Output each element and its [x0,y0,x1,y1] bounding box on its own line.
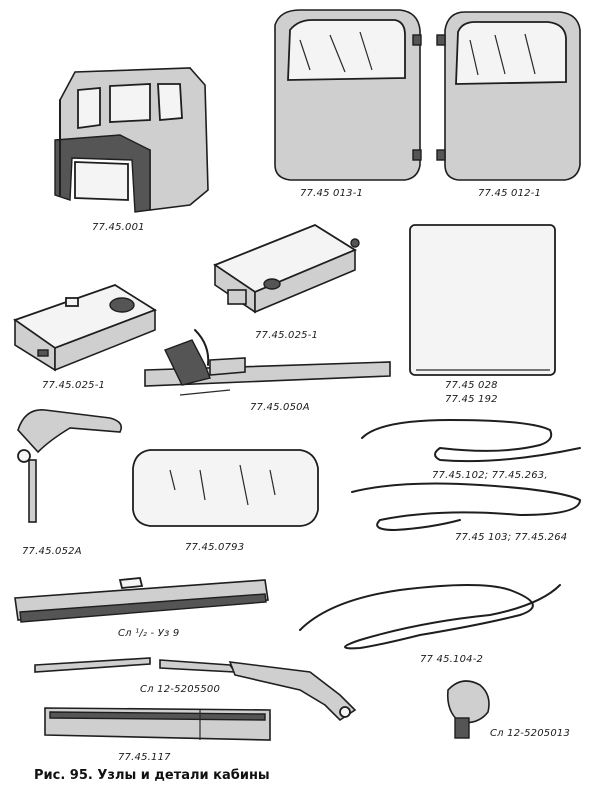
label-seal-upper: 77.45.102; 77.45.263, [432,470,548,481]
knob-drawing [446,680,490,739]
guide-rail-drawing [14,577,269,623]
cab-drawing [54,67,209,213]
label-door-left: 77.45 013-1 [300,188,364,199]
label-guide-rail: Сл ¹/₂ - Уз 9 [118,628,180,639]
wiper-arm-drawing [34,657,357,722]
label-wiper-arm: Сл 12-5205500 [140,684,221,695]
label-hose: 77 45.104-2 [420,654,484,665]
door-right-drawing [436,11,581,181]
lock-upper-drawing [213,223,360,314]
seal-upper-drawing [361,419,581,463]
label-lock-lower: 77.45.025-1 [42,380,106,391]
label-door-right: 77.45 012-1 [478,188,542,199]
handle-drawing [17,409,123,523]
seal-lower-drawing [351,482,581,531]
label-panel-line1: 77.45 028 [445,380,498,391]
label-knob: Сл 12-5205013 [490,728,571,739]
label-panel-line2: 77.45 192 [445,394,498,405]
label-glass: 77.45.0793 [185,542,245,553]
glass-drawing [132,449,319,527]
label-channel: 77.45.117 [118,752,171,763]
door-left-drawing [274,9,422,181]
label-cab: 77.45.001 [92,222,145,233]
panel-drawing [409,224,556,376]
figure-caption: Рис. 95. Узлы и детали кабины [34,768,270,783]
window-lift-drawing [144,329,391,396]
channel-drawing [44,707,271,741]
label-handle: 77.45.052А [22,546,82,557]
lock-lower-drawing [13,284,158,372]
label-lock-upper: 77.45.025-1 [255,330,319,341]
label-seal-lower: 77.45 103; 77.45.264 [455,532,568,543]
hose-drawing [299,584,561,650]
label-window-lift: 77.45.050А [250,402,310,413]
